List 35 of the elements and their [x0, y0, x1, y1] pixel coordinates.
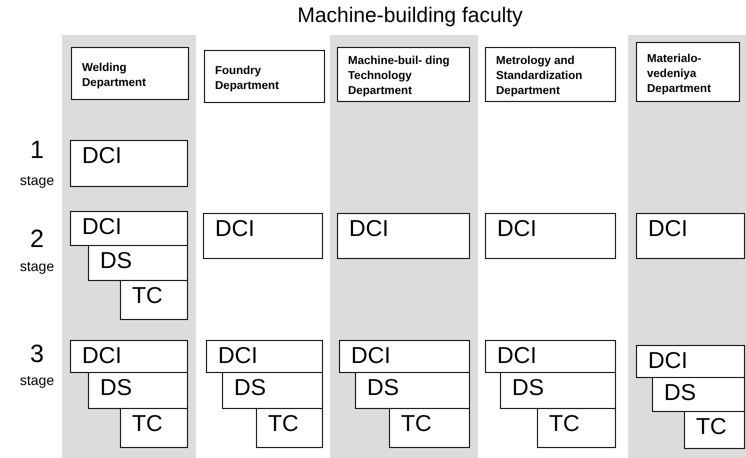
unit-box: DCI: [203, 213, 323, 259]
unit-box: TC: [684, 411, 745, 449]
department-box: Materialo- vedeniya Department: [636, 42, 740, 102]
unit-box: DCI: [70, 140, 188, 187]
unit-box: DS: [355, 372, 470, 409]
unit-box: DS: [500, 372, 616, 409]
unit-box: DCI: [70, 211, 188, 246]
unit-box: DCI: [636, 345, 745, 378]
stage-number: 2: [29, 225, 45, 254]
department-box: Foundry Department: [204, 50, 325, 103]
unit-box: DS: [88, 245, 188, 281]
unit-box: TC: [537, 408, 616, 448]
stage-number: 3: [29, 340, 45, 369]
unit-box: DCI: [636, 213, 745, 259]
department-box: Welding Department: [71, 47, 189, 100]
department-box: Metrology and Standardization Department: [485, 47, 616, 102]
stage-label: stage: [18, 172, 56, 188]
unit-box: TC: [256, 408, 323, 448]
unit-box: TC: [120, 280, 188, 320]
stage-label: stage: [18, 258, 56, 274]
diagram-title: Machine-building faculty: [296, 4, 524, 28]
unit-box: DS: [88, 372, 188, 409]
unit-box: TC: [389, 408, 470, 448]
unit-box: DS: [652, 377, 745, 412]
unit-box: DS: [222, 372, 323, 409]
unit-box: DCI: [485, 340, 616, 373]
stage-label: stage: [18, 372, 56, 388]
department-box: Machine-buil- ding Technology Department: [337, 47, 470, 102]
unit-box: TC: [120, 408, 188, 448]
unit-box: DCI: [70, 340, 188, 373]
unit-box: DCI: [337, 213, 470, 259]
stage-number: 1: [29, 136, 45, 165]
unit-box: DCI: [206, 340, 323, 373]
unit-box: DCI: [339, 340, 470, 373]
unit-box: DCI: [485, 213, 616, 259]
